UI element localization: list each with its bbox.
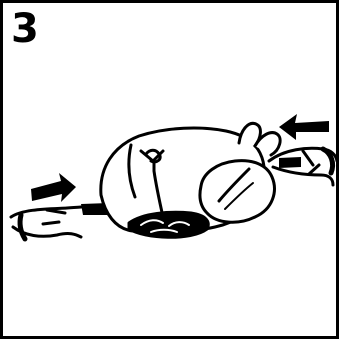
left-clamp-icon: [11, 203, 111, 239]
trussed-turkey-icon: [101, 123, 280, 237]
turkey-trussing-illustration: [3, 3, 339, 342]
arrow-left-icon: [279, 114, 329, 140]
right-clamp-icon: [269, 148, 337, 185]
arrow-right-icon: [31, 173, 76, 202]
